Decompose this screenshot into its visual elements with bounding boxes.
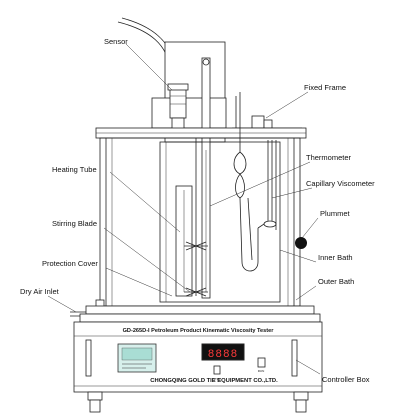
device-manufacturer: CHONGQING GOLD TIE EQUIPMENT CO.,LTD. (150, 378, 278, 384)
left-vent-slot (85, 339, 92, 377)
run-switch-label: RUN (258, 369, 265, 373)
stirring-blade-lower (184, 287, 208, 297)
right-vent-slot (291, 339, 298, 377)
label-plummet: Plummet (320, 209, 351, 218)
sensor-body (169, 87, 187, 119)
label-dry-air-inlet: Dry Air Inlet (20, 287, 60, 296)
label-capillary-viscometer: Capillary Viscometer (306, 179, 375, 188)
foot-left (87, 391, 103, 401)
label-stirring-blade: Stirring Blade (52, 219, 97, 228)
stop-switch-label: STOP (213, 377, 221, 381)
leader-lines (47, 43, 321, 375)
stirring-blade-upper (184, 241, 208, 251)
label-controller-box: Controller Box (322, 375, 370, 384)
label-outer-bath: Outer Bath (318, 277, 354, 286)
bath-base (85, 305, 315, 315)
capillary-viscometer (233, 92, 277, 272)
run-switch[interactable] (257, 357, 266, 368)
label-heating-tube: Heating Tube (52, 165, 97, 174)
sensor-cable (117, 21, 173, 89)
device-model-title: GD-265D-I Petroleum Product Kinematic Vi… (123, 328, 275, 334)
label-thermometer: Thermometer (306, 153, 352, 162)
label-protection-cover: Protection Cover (42, 259, 98, 268)
plummet (295, 237, 307, 249)
digital-display (201, 343, 245, 361)
label-sensor: Sensor (104, 37, 128, 46)
label-inner-bath: Inner Bath (318, 253, 353, 262)
display-digits: 8888 (208, 349, 238, 361)
label-fixed-frame: Fixed Frame (304, 83, 346, 92)
stop-switch[interactable] (213, 365, 221, 375)
inner-bath (159, 141, 281, 303)
controller-box (73, 321, 323, 393)
foot-right (293, 391, 309, 401)
